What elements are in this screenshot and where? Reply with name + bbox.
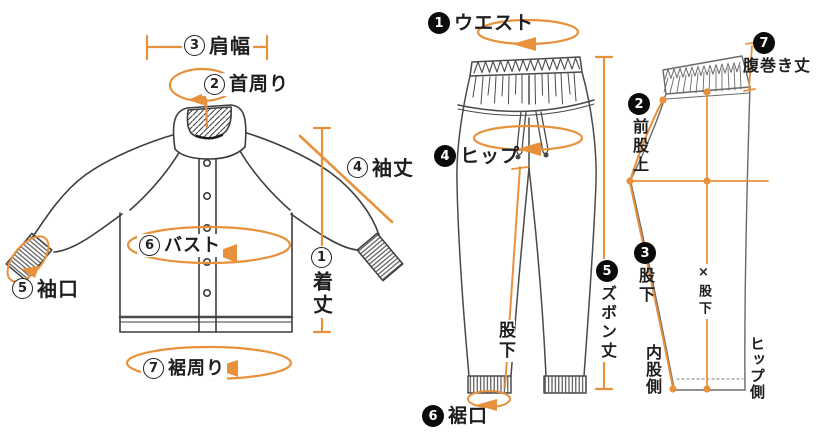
filled-number-4-icon: 4 xyxy=(434,145,456,167)
label-x-inseam: ×股下 xyxy=(695,264,712,319)
bust-measure-arrow-icon xyxy=(213,244,237,263)
circled-number-2-icon: 2 xyxy=(204,74,225,95)
circled-number-1-icon: 1 xyxy=(311,247,332,268)
label-bust: 6 バスト xyxy=(137,234,223,257)
label-cuff-opening: 5 袖口 xyxy=(12,278,79,299)
filled-number-6-icon: 6 xyxy=(422,405,444,427)
filled-number-3-icon: 3 xyxy=(634,242,656,264)
label-bellyband-number: 7 xyxy=(753,32,775,54)
label-hip-text: ヒップ xyxy=(460,144,521,167)
hem-opening-measure-arrow-icon xyxy=(476,399,497,411)
measure-dots xyxy=(626,88,711,393)
label-neck-circumference-text: 首周り xyxy=(229,73,290,95)
circled-number-5-icon: 5 xyxy=(12,278,33,299)
label-hem-circumference: 7 裾周り xyxy=(141,357,227,380)
label-inner-thigh-side: 内股側 xyxy=(643,344,662,395)
label-inner-thigh-side-text: 内股側 xyxy=(643,344,662,395)
pants-side-outline-illustration xyxy=(630,55,751,391)
inseam-side-measure-line xyxy=(629,182,674,389)
label-waist-text: ウエスト xyxy=(454,11,535,34)
circled-number-7-icon: 7 xyxy=(143,358,164,379)
label-cuff-opening-text: 袖口 xyxy=(37,276,79,301)
label-inseam-front: 股下 xyxy=(494,320,515,362)
filled-number-7-icon: 7 xyxy=(753,32,775,54)
label-shoulder-width-text: 肩幅 xyxy=(209,33,251,58)
label-sleeve-length: 4 袖丈 xyxy=(347,157,414,178)
label-pants-length-text: ズボン丈 xyxy=(598,285,617,361)
filled-number-5-icon: 5 xyxy=(596,260,618,282)
label-hip-side-text: ヒップ側 xyxy=(748,336,766,400)
neck-measure-stem-line xyxy=(204,97,209,129)
circled-number-4-icon: 4 xyxy=(347,157,368,178)
filled-number-2-icon: 2 xyxy=(628,93,650,115)
label-waist: 1 ウエスト xyxy=(428,12,534,34)
label-pants-length: 5 ズボン丈 xyxy=(594,259,620,362)
sleeve-measure-line xyxy=(298,134,394,224)
label-neck-circumference: 2 首周り xyxy=(202,73,292,96)
cuff-measure-ellipse xyxy=(6,235,50,283)
circled-number-3-icon: 3 xyxy=(184,35,205,56)
label-hip-side: ヒップ側 xyxy=(748,336,766,400)
label-bellyband-text: 腹巻き丈 xyxy=(743,56,812,75)
hip-measure-arrow-icon xyxy=(517,142,541,156)
jacket-outline-illustration xyxy=(5,104,404,333)
neck-measure-arrow-icon xyxy=(188,92,206,106)
filled-number-1-icon: 1 xyxy=(428,12,450,34)
label-hem-opening-text: 裾口 xyxy=(448,404,489,427)
label-inseam-side-text: 股下 xyxy=(636,267,655,305)
label-sleeve-length-text: 袖丈 xyxy=(372,155,414,180)
label-front-rise: 2 前股上 xyxy=(628,93,650,175)
label-inseam-front-text: 股下 xyxy=(495,321,515,361)
label-body-length: 1 着丈 xyxy=(309,246,334,318)
label-body-length-text: 着丈 xyxy=(309,271,334,317)
label-hem-opening: 6 裾口 xyxy=(422,405,488,427)
waist-measure-arrow-icon xyxy=(512,37,536,51)
label-hip: 4 ヒップ xyxy=(434,145,520,167)
pants-front-outline-illustration xyxy=(456,56,597,394)
label-bellyband: 腹巻き丈 xyxy=(743,58,811,74)
label-bust-text: バスト xyxy=(164,234,221,256)
label-x-inseam-text: ×股下 xyxy=(696,265,711,318)
cuff-measure-arrow-icon xyxy=(21,266,39,278)
bust-measure-ellipse xyxy=(126,225,292,265)
label-hem-circumference-text: 裾周り xyxy=(168,357,225,379)
circled-number-6-icon: 6 xyxy=(139,235,160,256)
label-shoulder-width: 3 肩幅 xyxy=(182,34,253,57)
label-inseam-side: 3 股下 xyxy=(634,242,656,305)
front-rise-measure-line xyxy=(629,99,664,182)
label-front-rise-text: 前股上 xyxy=(630,118,649,175)
